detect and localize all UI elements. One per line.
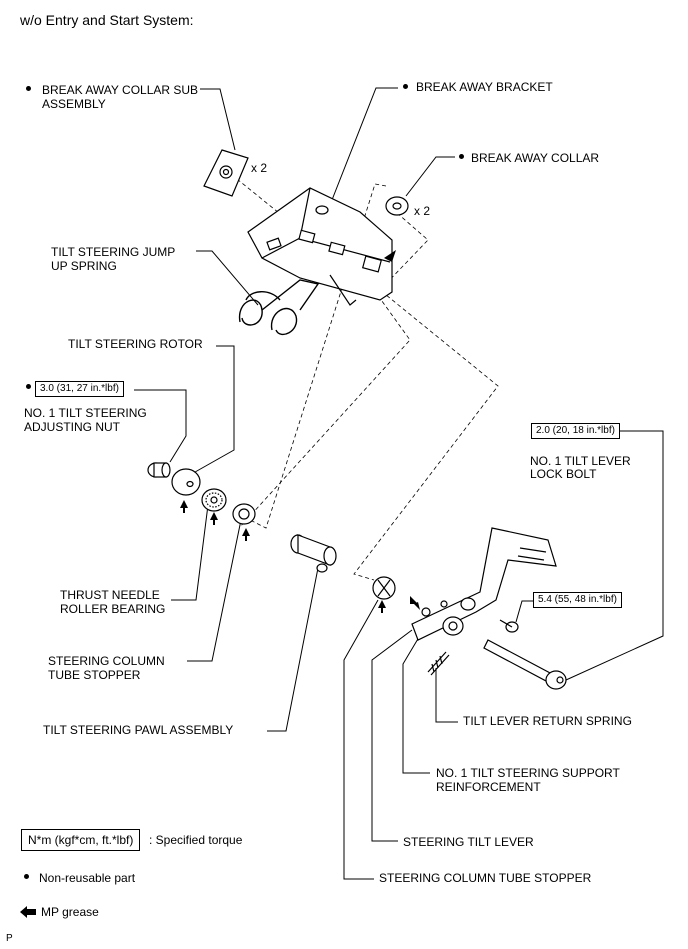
return-spring-part xyxy=(427,651,450,676)
x2-label-a: x 2 xyxy=(251,161,267,175)
leader-collar-sub xyxy=(200,88,236,151)
label-adj-nut-2: ADJUSTING NUT xyxy=(24,420,120,434)
legend-torque-desc: : Specified torque xyxy=(149,833,243,847)
legend-torque-unit: N*m (kgf*cm, ft.*lbf) xyxy=(21,829,141,851)
grease-arrow-icon xyxy=(242,528,250,536)
label-support-1: NO. 1 TILT STEERING SUPPORT xyxy=(436,766,620,780)
label-lock-bolt-1: NO. 1 TILT LEVER xyxy=(530,454,631,468)
legend-grease: MP grease xyxy=(41,905,99,919)
leader-adj-nut xyxy=(134,389,187,463)
grease-arrow-icon xyxy=(410,596,418,604)
label-break-away-collar: BREAK AWAY COLLAR xyxy=(471,151,600,165)
leader-stopper-bottom xyxy=(343,599,379,880)
label-rotor: TILT STEERING ROTOR xyxy=(68,337,203,351)
label-lock-bolt-2: LOCK BOLT xyxy=(530,467,597,481)
leader-bolt-54 xyxy=(515,600,533,623)
footer-code: P xyxy=(6,933,13,944)
leader-rotor xyxy=(187,345,235,477)
label-return-spring: TILT LEVER RETURN SPRING xyxy=(463,714,632,728)
torque-box-bolt-54: 5.4 (55, 48 in.*lbf) xyxy=(533,592,622,608)
collar-sub-part xyxy=(203,149,249,197)
leader-support xyxy=(402,621,430,774)
rotor-part xyxy=(171,468,201,496)
support-part xyxy=(442,597,476,636)
label-stopper-left-2: TUBE STOPPER xyxy=(48,668,141,682)
adj-nut-part xyxy=(147,462,171,478)
pawl-part xyxy=(290,534,337,573)
non-reusable-bullet-icon xyxy=(24,874,29,879)
label-tilt-lever: STEERING TILT LEVER xyxy=(403,835,534,849)
non-reusable-bullet-icon xyxy=(459,154,464,159)
non-reusable-bullet-icon xyxy=(403,84,408,89)
leader-stopper-left xyxy=(187,519,242,662)
non-reusable-bullet-icon xyxy=(26,86,31,91)
bolt-54-part xyxy=(499,619,519,633)
label-jump-spring-2: UP SPRING xyxy=(51,259,117,273)
collar-part xyxy=(385,196,409,216)
non-reusable-bullet-icon xyxy=(26,384,31,389)
label-support-2: REINFORCEMENT xyxy=(436,780,541,794)
stopper-left-part xyxy=(232,503,256,525)
thrust-bearing-part xyxy=(201,488,227,512)
leader-bracket xyxy=(329,87,398,206)
label-thrust-1: THRUST NEEDLE xyxy=(60,588,160,602)
dash-2 xyxy=(245,183,387,529)
lock-bolt-part xyxy=(483,639,567,690)
label-stopper-left-1: STEERING COLUMN xyxy=(48,654,165,668)
dash-4 xyxy=(239,289,411,528)
grease-arrow-icon xyxy=(384,250,396,262)
jump-spring-part xyxy=(238,279,320,335)
page-title: w/o Entry and Start System: xyxy=(20,12,194,28)
grease-arrow-icon xyxy=(378,600,386,608)
grease-arrow-icon xyxy=(180,500,188,508)
grease-arrow-icon xyxy=(210,512,218,520)
leader-return-spring xyxy=(435,668,458,723)
label-collar-sub-2: ASSEMBLY xyxy=(42,97,106,111)
stopper-bottom-part xyxy=(372,576,396,600)
label-stopper-bottom: STEERING COLUMN TUBE STOPPER xyxy=(379,871,592,885)
tilt-lever-part xyxy=(411,527,557,641)
x2-label-b: x 2 xyxy=(414,204,430,218)
label-break-away-bracket: BREAK AWAY BRACKET xyxy=(416,80,553,94)
torque-box-lock-bolt: 2.0 (20, 18 in.*lbf) xyxy=(531,423,620,439)
grease-arrow-icon xyxy=(414,602,420,610)
label-thrust-2: ROLLER BEARING xyxy=(60,602,166,616)
label-adj-nut-1: NO. 1 TILT STEERING xyxy=(24,406,147,420)
leader-pawl xyxy=(267,567,319,732)
torque-box-adj-nut: 3.0 (31, 27 in.*lbf) xyxy=(35,381,124,397)
bracket-part xyxy=(247,187,393,306)
leader-collar xyxy=(405,156,455,197)
label-pawl: TILT STEERING PAWL ASSEMBLY xyxy=(43,723,234,737)
label-jump-spring-1: TILT STEERING JUMP xyxy=(51,245,176,259)
leader-tilt-lever xyxy=(371,629,413,842)
grease-arrow-icon xyxy=(20,906,36,918)
leader-jump-spring xyxy=(196,250,259,306)
leader-lock-bolt xyxy=(565,430,664,681)
label-collar-sub-1: BREAK AWAY COLLAR SUB xyxy=(42,83,199,97)
leader-thrust xyxy=(171,504,209,601)
legend-non-reusable: Non-reusable part xyxy=(39,871,136,885)
